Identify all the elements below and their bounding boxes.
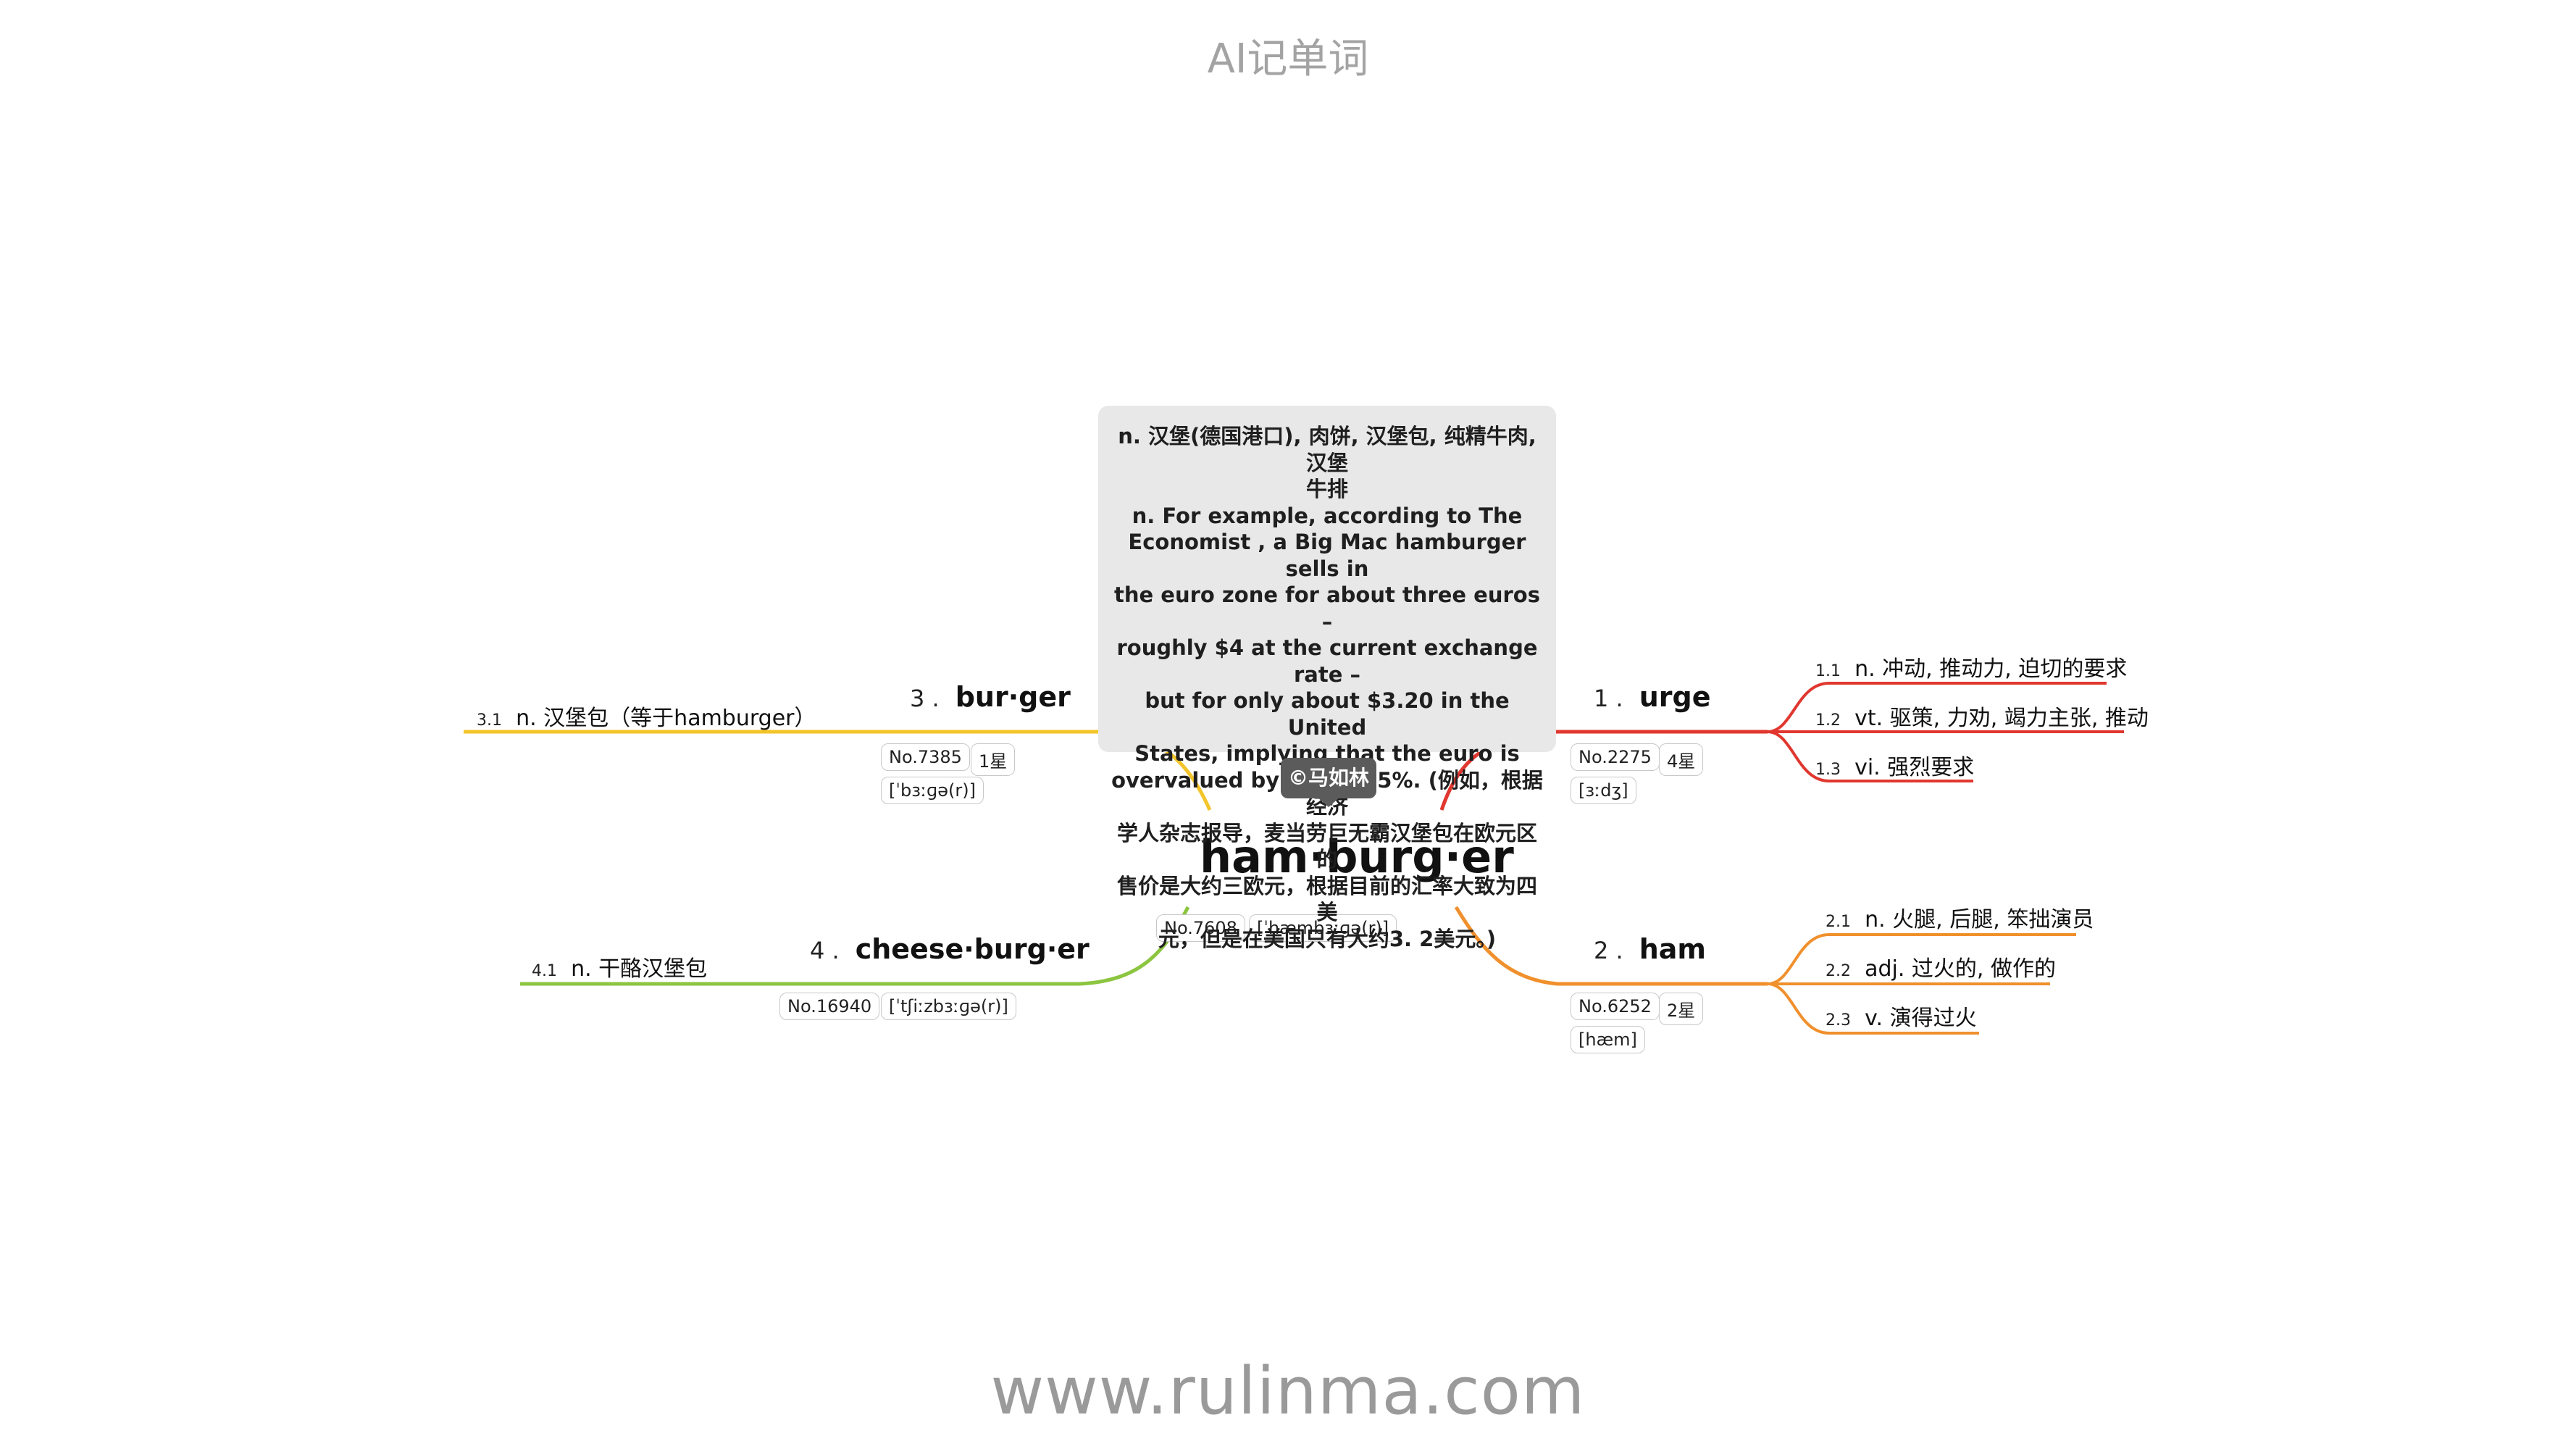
leaf-definition: n. 干酪汉堡包	[571, 956, 708, 982]
topic-number: 3 .	[910, 685, 940, 712]
note-line: 学人杂志报导，麦当劳巨无霸汉堡包在欧元区的	[1116, 820, 1537, 872]
leaf-3-1[interactable]: 3.1 n. 汉堡包（等于hamburger）	[477, 700, 816, 732]
word-number-badge: No.6252	[1571, 993, 1660, 1020]
star-rating-badge: 2星	[1659, 993, 1704, 1025]
leaf-index: 1.1	[1815, 662, 1841, 680]
definition-note-bubble: n. 汉堡(德国港口), 肉饼, 汉堡包, 纯精牛肉, 汉堡 牛排 n. For…	[1098, 406, 1556, 951]
leaf-index: 4.1	[532, 962, 557, 980]
topic-number: 2 .	[1594, 937, 1623, 964]
leaf-index: 2.2	[1826, 962, 1851, 980]
topic-urge[interactable]: 1 . urge	[1594, 681, 1710, 713]
word-number-badge: No.7385	[881, 743, 970, 771]
note-line: 售价是大约三欧元，根据目前的汇率大致为四美	[1116, 873, 1537, 925]
center-number-badge: No.7608	[1156, 914, 1245, 942]
leaf-1-3[interactable]: 1.3 vi. 强烈要求	[1815, 749, 1974, 781]
star-rating-badge: 4星	[1659, 743, 1704, 776]
connector-leaf-1-1	[1767, 682, 2107, 733]
note-line: n. For example, according to The	[1132, 503, 1523, 528]
star-rating-badge: 1星	[971, 743, 1016, 776]
topic-ham[interactable]: 2 . ham	[1594, 933, 1706, 965]
topic-number: 1 .	[1594, 685, 1623, 712]
note-line: the euro zone for about three euros –	[1114, 582, 1540, 634]
center-word: ham·burg·er	[1200, 830, 1514, 883]
center-phonetic-badge: [ˈhæmbɜːɡə(r)]	[1249, 914, 1397, 942]
leaf-definition: n. 汉堡包（等于hamburger）	[516, 706, 816, 731]
word-number-badge: No.2275	[1571, 743, 1660, 771]
leaf-definition: adj. 过火的, 做作的	[1865, 956, 2056, 982]
note-line: but for only about $3.20 in the United	[1145, 688, 1510, 740]
website-footer: www.rulinma.com	[990, 1353, 1586, 1429]
topic-word: urge	[1639, 681, 1711, 713]
leaf-definition: vt. 驱策, 力劝, 竭力主张, 推动	[1854, 706, 2149, 731]
topic-cheeseburger[interactable]: 4 . cheese·burg·er	[810, 933, 1090, 965]
connector-leaf-2-1	[1767, 933, 2076, 985]
leaf-definition: v. 演得过火	[1865, 1006, 1977, 1031]
leaf-index: 3.1	[477, 711, 502, 730]
word-number-badge: No.16940	[779, 993, 880, 1020]
phonetic-badge: [hæm]	[1571, 1026, 1645, 1053]
leaf-index: 2.1	[1826, 913, 1851, 931]
connector-ham	[1454, 906, 1768, 986]
author-tag-pointer	[1317, 797, 1340, 807]
phonetic-badge: [ɜːdʒ]	[1571, 777, 1636, 804]
leaf-2-2[interactable]: 2.2 adj. 过火的, 做作的	[1826, 951, 2056, 982]
phonetic-badge: [ˈtʃiːzbɜːɡə(r)]	[881, 993, 1016, 1020]
leaf-index: 1.2	[1815, 711, 1841, 730]
topic-burger[interactable]: 3 . bur·ger	[910, 681, 1071, 713]
connector-leaf-2-3	[1767, 982, 1979, 1035]
topic-word: cheese·burg·er	[855, 933, 1090, 965]
note-line: roughly $4 at the current exchange rate …	[1116, 635, 1538, 687]
leaf-definition: n. 火腿, 后腿, 笨拙演员	[1865, 907, 2094, 932]
note-line: n. 汉堡(德国港口), 肉饼, 汉堡包, 纯精牛肉, 汉堡	[1118, 424, 1536, 475]
note-line: 元，但是在美国只有大约3. 2美元。)	[1158, 926, 1497, 951]
leaf-definition: n. 冲动, 推动力, 迫切的要求	[1854, 656, 2128, 682]
leaf-4-1[interactable]: 4.1 n. 干酪汉堡包	[532, 951, 707, 982]
author-tag: ©马如林	[1281, 758, 1376, 798]
topic-word: ham	[1639, 933, 1706, 965]
note-line: 牛排	[1305, 477, 1348, 501]
leaf-2-3[interactable]: 2.3 v. 演得过火	[1826, 1000, 1977, 1032]
leaf-2-1[interactable]: 2.1 n. 火腿, 后腿, 笨拙演员	[1826, 901, 2094, 933]
leaf-index: 1.3	[1815, 761, 1841, 779]
app-title: AI记单词	[1207, 36, 1369, 83]
leaf-1-1[interactable]: 1.1 n. 冲动, 推动力, 迫切的要求	[1815, 651, 2127, 682]
leaf-definition: vi. 强烈要求	[1854, 755, 1975, 780]
leaf-index: 2.3	[1826, 1011, 1851, 1030]
topic-number: 4 .	[810, 937, 840, 964]
connector-leaf-1-3	[1767, 730, 1973, 782]
phonetic-badge: [ˈbɜːɡə(r)]	[881, 777, 984, 804]
leaf-1-2[interactable]: 1.2 vt. 驱策, 力劝, 竭力主张, 推动	[1815, 700, 2149, 732]
note-line: Economist , a Big Mac hamburger sells in	[1128, 530, 1526, 581]
topic-word: bur·ger	[955, 681, 1071, 713]
